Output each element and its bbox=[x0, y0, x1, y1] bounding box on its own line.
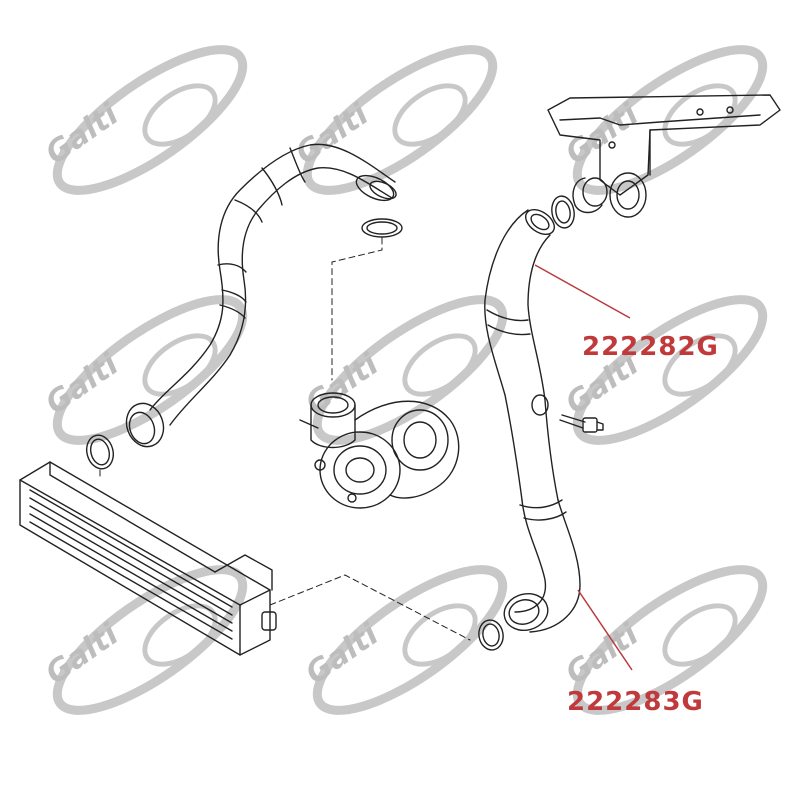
watermark-layer: Galti Galti Galti Galti Galti Galti bbox=[40, 45, 768, 715]
watermark-logo: Galti bbox=[290, 45, 498, 195]
watermark-logo: Galti bbox=[40, 565, 248, 715]
lower-charge-hose bbox=[503, 499, 581, 633]
assembly-dashed-lines bbox=[99, 237, 471, 641]
gasket-ring bbox=[555, 200, 571, 224]
turbocharger bbox=[299, 392, 460, 509]
leader-line-upper bbox=[534, 264, 631, 319]
gasket-ring bbox=[482, 623, 500, 647]
watermark-logo: Galti bbox=[560, 295, 768, 445]
part-number-upper-hose: 222282G bbox=[582, 332, 719, 362]
intercooler-inlet-hose bbox=[125, 143, 397, 448]
leader-line-lower bbox=[577, 589, 633, 671]
watermark-logo: Galti bbox=[300, 565, 508, 715]
gasket-ring bbox=[89, 438, 111, 466]
pressure-sensor bbox=[559, 414, 604, 433]
watermark-logo: Galti bbox=[40, 295, 248, 445]
part-number-lower-hose: 222283G bbox=[567, 687, 704, 717]
watermark-text: Galti bbox=[560, 617, 646, 692]
leader-lines bbox=[534, 264, 633, 671]
upper-charge-hose bbox=[484, 208, 559, 501]
gasket-ring bbox=[366, 221, 398, 235]
watermark-logo: Galti bbox=[40, 45, 248, 195]
watermark-logo: Galti bbox=[560, 45, 768, 195]
intercooler bbox=[19, 461, 277, 656]
watermark-text: Galti bbox=[40, 347, 126, 422]
watermark-text: Galti bbox=[560, 97, 646, 172]
gasket-ring bbox=[551, 195, 575, 229]
gasket-ring bbox=[85, 434, 115, 470]
gasket-ring bbox=[361, 218, 403, 238]
watermark-text: Galti bbox=[300, 617, 386, 692]
engine-throttle-housing bbox=[547, 94, 781, 218]
watermark-text: Galti bbox=[40, 97, 126, 172]
gasket-ring bbox=[478, 619, 504, 651]
watermark-text: Galti bbox=[40, 617, 126, 692]
parts-drawing bbox=[19, 94, 781, 656]
